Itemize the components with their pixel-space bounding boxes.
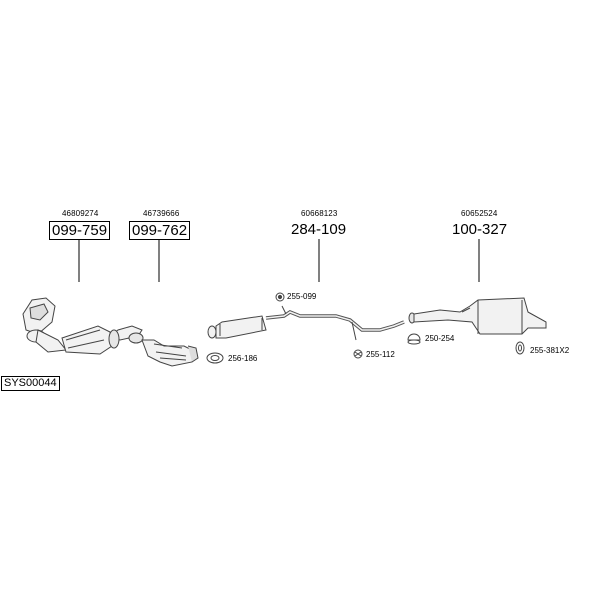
rear-silencer[interactable] <box>408 297 547 335</box>
accessory-label-5[interactable]: 255-381X2 <box>530 346 570 355</box>
accessory-label-2[interactable]: 256-186 <box>228 354 258 363</box>
part-number-3[interactable]: 284-109 <box>291 221 347 238</box>
rubber-hanger-icon[interactable] <box>515 341 525 355</box>
part-number-4[interactable]: 100-327 <box>452 221 508 238</box>
rubber-mount-icon[interactable] <box>353 349 363 359</box>
catalytic-converter[interactable] <box>128 332 199 367</box>
accessory-label-4[interactable]: 250-254 <box>425 334 455 343</box>
pipe-clamp-icon[interactable] <box>407 333 421 345</box>
accessory-label-1[interactable]: 255-099 <box>287 292 317 301</box>
part-number-2[interactable]: 099-762 <box>129 221 191 240</box>
system-code: SYS00044 <box>1 376 60 391</box>
rubber-hanger-icon[interactable] <box>275 292 285 302</box>
gasket-icon[interactable] <box>206 352 224 364</box>
front-pipe-with-catalyst[interactable] <box>22 297 143 355</box>
oem-number-2: 46739666 <box>143 209 180 218</box>
middle-silencer-pipe[interactable] <box>207 305 405 341</box>
part-number-1[interactable]: 099-759 <box>49 221 111 240</box>
oem-number-3: 60668123 <box>301 209 338 218</box>
oem-number-4: 60652524 <box>461 209 498 218</box>
oem-number-1: 46809274 <box>62 209 99 218</box>
accessory-label-3[interactable]: 255-112 <box>366 350 395 359</box>
